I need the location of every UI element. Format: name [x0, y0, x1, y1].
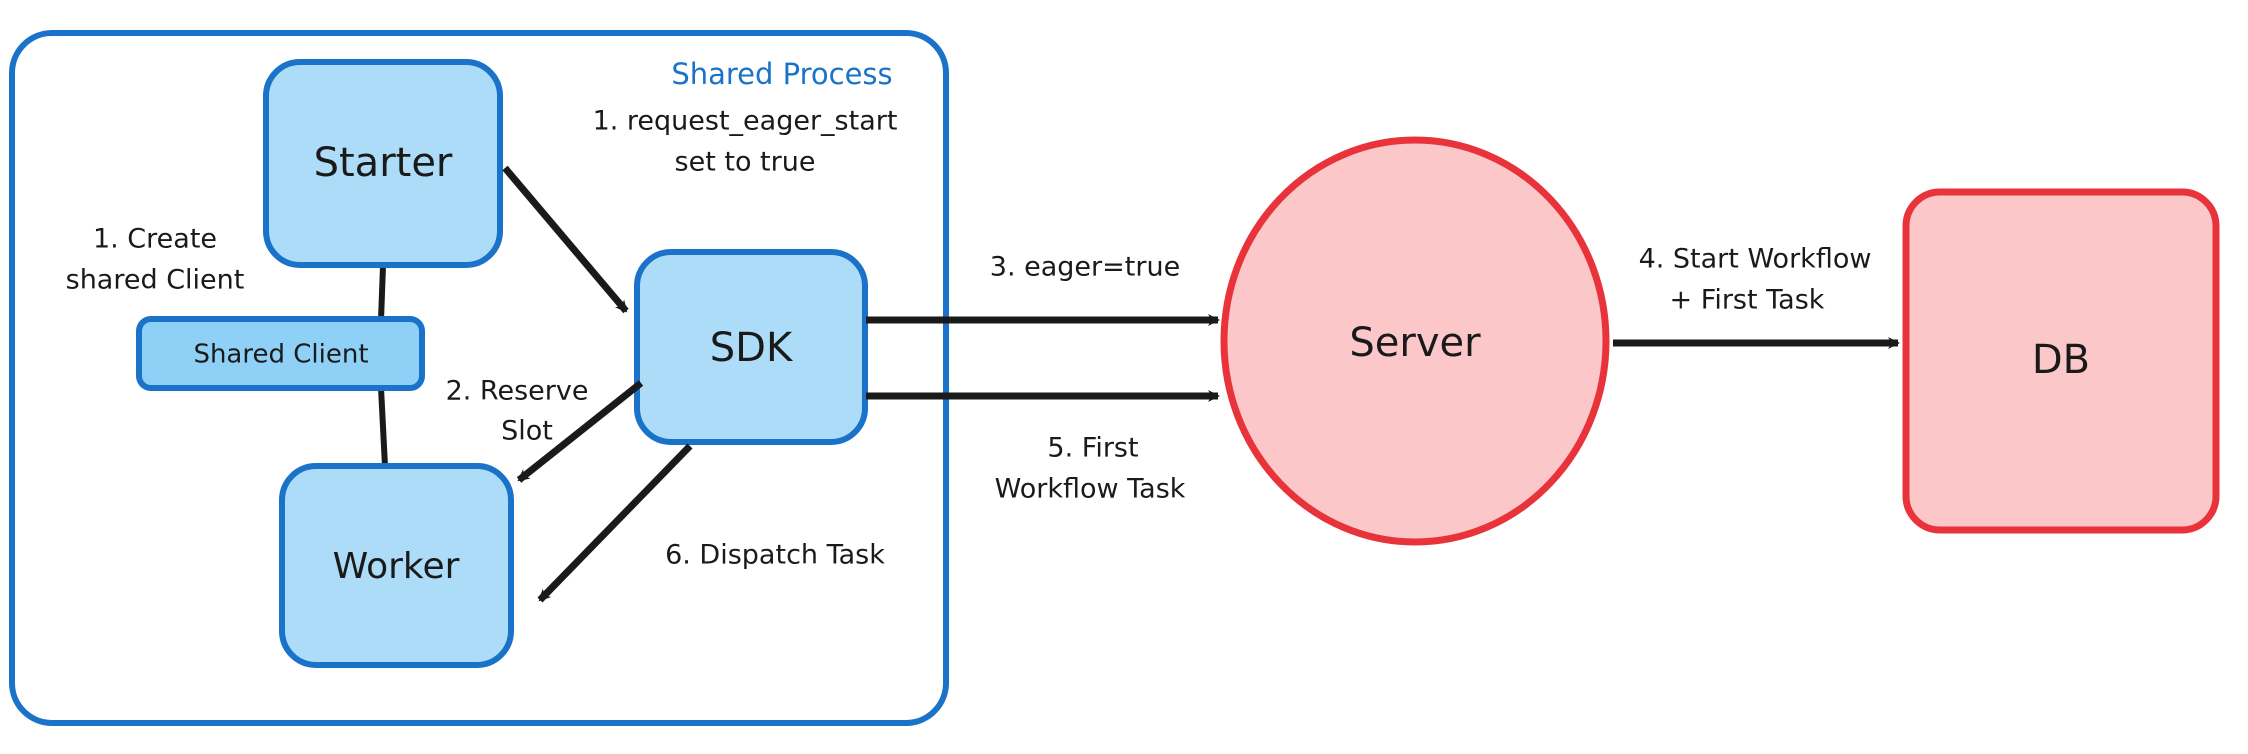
- arrow-edges: [502, 165, 1900, 603]
- plain-connectors: [378, 263, 388, 469]
- server-ellipse[interactable]: [1220, 136, 1610, 546]
- shared-client-box[interactable]: [136, 316, 425, 391]
- create-shared-client-line-2: shared Client: [66, 265, 245, 296]
- label-first-workflow-task: 5. First Workflow Task: [995, 433, 1186, 505]
- label-eager-true: 3. eager=true: [990, 252, 1180, 283]
- label-reserve-slot: 2. Reserve Slot: [446, 376, 589, 447]
- connector-starter-shared-client: [378, 263, 386, 323]
- shared-process-title: Shared Process: [671, 57, 892, 91]
- node-sdk[interactable]: SDK: [634, 249, 868, 445]
- node-starter[interactable]: Starter: [263, 59, 503, 268]
- start-workflow-line-2: + First Task: [1670, 285, 1825, 316]
- label-start-workflow: 4. Start Workflow + First Task: [1639, 244, 1872, 316]
- reserve-slot-line-1: 2. Reserve: [446, 376, 589, 407]
- connector-shared-client-worker: [378, 385, 388, 469]
- first-workflow-task-line-1: 5. First: [1047, 433, 1138, 464]
- node-db[interactable]: DB: [1902, 188, 2220, 534]
- start-workflow-line-1: 4. Start Workflow: [1639, 244, 1872, 275]
- shared-process-border: [9, 30, 949, 726]
- starter-box[interactable]: [263, 59, 503, 268]
- label-request-eager-start: 1. request_eager_start set to true: [593, 106, 898, 178]
- worker-label: Worker: [333, 546, 460, 587]
- db-label: DB: [2032, 337, 2090, 383]
- sdk-label: SDK: [710, 325, 794, 371]
- dispatch-task-line-1: 6. Dispatch Task: [665, 540, 885, 571]
- label-dispatch-task: 6. Dispatch Task: [665, 540, 885, 571]
- node-worker[interactable]: Worker: [279, 463, 514, 668]
- arrow-sdk-to-worker-reserve: [516, 380, 644, 483]
- label-create-shared-client: 1. Create shared Client: [66, 224, 245, 296]
- worker-box[interactable]: [279, 463, 514, 668]
- server-label: Server: [1349, 320, 1481, 366]
- node-shared-client[interactable]: Shared Client: [136, 316, 425, 391]
- edge-labels: 1. Create shared Client 1. request_eager…: [66, 106, 1872, 571]
- db-box[interactable]: [1902, 188, 2220, 534]
- eager-true-line-1: 3. eager=true: [990, 252, 1180, 283]
- shared-client-label: Shared Client: [193, 340, 368, 370]
- sdk-box[interactable]: [634, 249, 868, 445]
- starter-label: Starter: [314, 140, 453, 186]
- reserve-slot-line-2: Slot: [501, 416, 553, 447]
- request-eager-start-line-1: 1. request_eager_start: [593, 106, 898, 137]
- node-server[interactable]: Server: [1220, 136, 1610, 546]
- create-shared-client-line-1: 1. Create: [93, 224, 217, 255]
- arrow-sdk-to-worker-dispatch: [537, 443, 693, 603]
- first-workflow-task-line-2: Workflow Task: [995, 474, 1186, 505]
- request-eager-start-line-2: set to true: [675, 147, 816, 178]
- shared-process-group: Shared Process: [9, 30, 949, 726]
- arrow-starter-to-sdk: [502, 165, 629, 314]
